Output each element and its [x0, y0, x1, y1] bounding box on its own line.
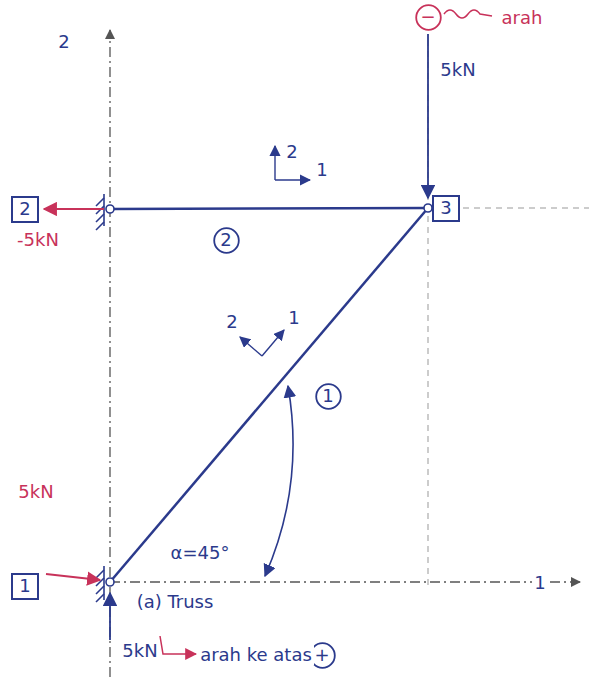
axis-label: 1 [314, 160, 329, 181]
joint-number: 3 [432, 195, 460, 222]
joint [106, 578, 114, 586]
sign-circle: − [415, 4, 442, 31]
node-text: + [314, 645, 329, 666]
member-number: 2 [213, 227, 240, 254]
joint-number: 2 [11, 196, 39, 223]
local-axis [262, 330, 284, 356]
joint [106, 205, 114, 213]
load-value: 5kN [438, 60, 477, 81]
load-arrow [427, 34, 429, 198]
reaction-value: 5kN [16, 482, 55, 503]
note-arrow [160, 636, 196, 654]
local-axis [274, 146, 275, 180]
reaction-arrow [46, 574, 100, 580]
member-number: 1 [315, 383, 342, 410]
reaction-value: -5kN [15, 230, 61, 251]
note-text: arah ke atas [198, 645, 314, 666]
truss-member [110, 208, 428, 582]
node-text: 2 [19, 199, 30, 220]
note-squiggle [444, 10, 492, 18]
node-text: 3 [440, 198, 451, 219]
angle-label: α=45° [169, 543, 232, 564]
local-axis [275, 179, 310, 180]
angle-arc [265, 386, 293, 576]
global-axis-1 [110, 581, 580, 582]
local-axis [240, 337, 262, 356]
reaction-arrow [109, 593, 111, 640]
reaction-value: 5kN [120, 641, 159, 662]
axis-label: 1 [286, 308, 301, 329]
node-text: 2 [220, 230, 231, 251]
wall-support [96, 194, 104, 230]
axis-label: 2 [56, 32, 71, 53]
note-text: arah [500, 8, 545, 29]
axis-label: 2 [284, 142, 299, 163]
joint [424, 204, 432, 212]
figure-caption: (a) Truss [135, 592, 216, 613]
node-text: − [420, 7, 435, 28]
reaction-arrow [44, 208, 104, 210]
node-text: 1 [19, 576, 30, 597]
joint-number: 1 [11, 573, 39, 600]
wall-support [96, 566, 104, 602]
axis-label: 2 [224, 312, 239, 333]
truss-member [110, 208, 428, 209]
node-text: 1 [322, 386, 333, 407]
axis-label: 1 [532, 573, 547, 594]
